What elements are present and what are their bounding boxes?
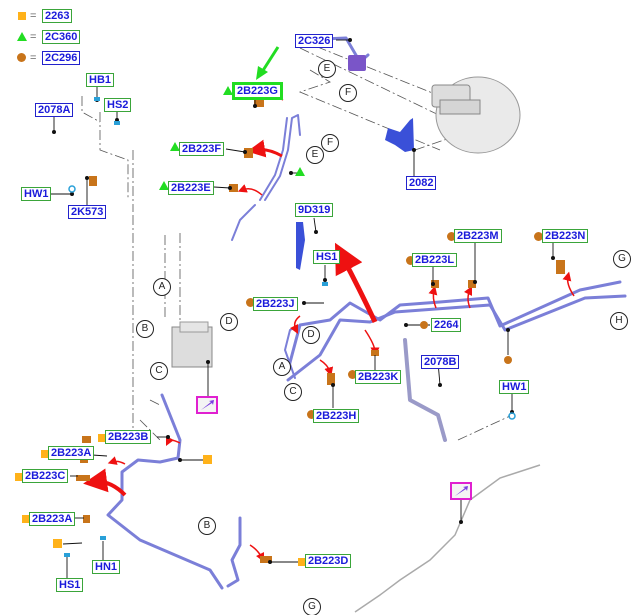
part-label-2b223g[interactable]: 2B223G xyxy=(233,83,282,99)
legend-code-2c296[interactable]: 2C296 xyxy=(42,51,81,65)
abs-module xyxy=(171,321,213,368)
red-arrows xyxy=(83,89,575,563)
callout-h-right: H xyxy=(610,312,628,330)
part-label-2b223m[interactable]: 2B223M xyxy=(454,229,502,243)
part-label-2078b[interactable]: 2078B xyxy=(421,355,460,369)
part-label-2b223k[interactable]: 2B223K xyxy=(355,370,402,384)
green-triangle-marker xyxy=(170,142,180,151)
green-triangle-marker xyxy=(159,181,169,190)
part-label-hn1[interactable]: HN1 xyxy=(92,560,121,574)
equals-sign: = xyxy=(30,31,37,43)
part-label-2b223e[interactable]: 2B223E xyxy=(168,181,214,195)
part-label-2b223c[interactable]: 2B223C xyxy=(22,469,69,483)
part-label-hs1-mid[interactable]: HS1 xyxy=(313,250,341,264)
callout-d-right: D xyxy=(302,326,320,344)
orange-square-marker xyxy=(298,558,306,566)
part-label-2c326[interactable]: 2C326 xyxy=(295,34,334,48)
green-arrow xyxy=(256,46,280,80)
orange-square-marker xyxy=(22,515,30,523)
note-marker-rear[interactable] xyxy=(450,482,472,500)
brown-circle-marker xyxy=(348,370,357,379)
callout-b-bottom: B xyxy=(198,517,216,535)
part-label-2264[interactable]: 2264 xyxy=(431,318,462,332)
bracket-2082 xyxy=(296,118,414,270)
part-label-2b223l[interactable]: 2B223L xyxy=(412,253,458,267)
brown-circle-marker xyxy=(246,298,255,307)
extra-markers xyxy=(295,167,305,176)
brown-circle-marker xyxy=(534,232,543,241)
brown-circle-marker xyxy=(307,410,316,419)
callout-c-abs: C xyxy=(150,362,168,380)
part-label-2b223h[interactable]: 2B223H xyxy=(313,409,360,423)
part-label-2b223a-lower[interactable]: 2B223A xyxy=(29,512,76,526)
note-marker-abs[interactable] xyxy=(196,396,218,414)
green-triangle-icon xyxy=(17,32,27,41)
part-label-2b223n[interactable]: 2B223N xyxy=(542,229,589,243)
pencil-arrow-icon xyxy=(201,400,214,410)
part-label-2b223d[interactable]: 2B223D xyxy=(305,554,352,568)
part-label-2b223a-upper[interactable]: 2B223A xyxy=(48,446,95,460)
dashed-guide-lines xyxy=(81,39,511,441)
brown-circle-marker xyxy=(406,256,415,265)
orange-square-marker xyxy=(98,434,106,442)
equals-sign: = xyxy=(30,52,37,64)
callout-f-top: F xyxy=(339,84,357,102)
orange-square-marker xyxy=(15,473,23,481)
part-label-2b223f[interactable]: 2B223F xyxy=(179,142,225,156)
extra-square-markers xyxy=(53,455,212,548)
callout-a-right: A xyxy=(273,358,291,376)
leader-lines xyxy=(50,39,554,578)
part-label-2082[interactable]: 2082 xyxy=(406,176,437,190)
equals-sign: = xyxy=(30,10,37,22)
brown-circle-marker xyxy=(447,232,456,241)
green-triangle-marker xyxy=(223,86,233,95)
extra-dot-markers xyxy=(420,321,512,364)
part-label-hb1[interactable]: HB1 xyxy=(86,73,115,87)
callout-a-abs: A xyxy=(153,278,171,296)
part-label-2b223j[interactable]: 2B223J xyxy=(253,297,298,311)
rear-brake-pipe xyxy=(354,464,541,613)
part-label-2078a[interactable]: 2078A xyxy=(35,103,74,117)
callout-g-bottom: G xyxy=(303,598,321,615)
part-label-hw1-top[interactable]: HW1 xyxy=(21,187,52,201)
callout-d-abs: D xyxy=(220,313,238,331)
callout-e-mid: E xyxy=(306,146,324,164)
part-label-2k573[interactable]: 2K573 xyxy=(68,205,107,219)
bracket-parts xyxy=(348,55,366,71)
callout-f-mid: F xyxy=(321,134,339,152)
pencil-arrow-icon xyxy=(455,486,468,496)
part-label-hs1-bottom[interactable]: HS1 xyxy=(56,578,84,592)
legend-code-2263[interactable]: 2263 xyxy=(42,9,73,23)
callout-e-top: E xyxy=(318,60,336,78)
part-label-hw1-right[interactable]: HW1 xyxy=(499,380,530,394)
hardware-clips xyxy=(64,97,516,557)
brake-booster xyxy=(431,76,521,154)
orange-square-icon xyxy=(18,12,26,20)
brake-pipes xyxy=(106,36,627,590)
part-label-2b223b[interactable]: 2B223B xyxy=(105,430,152,444)
orange-square-marker xyxy=(41,450,49,458)
callout-b-abs: B xyxy=(136,320,154,338)
callout-g-right: G xyxy=(613,250,631,268)
callout-c-right: C xyxy=(284,383,302,401)
part-label-9d319[interactable]: 9D319 xyxy=(295,203,334,217)
brown-circle-icon xyxy=(17,53,26,62)
legend-code-2c360[interactable]: 2C360 xyxy=(42,30,81,44)
part-label-hs2[interactable]: HS2 xyxy=(104,98,132,112)
